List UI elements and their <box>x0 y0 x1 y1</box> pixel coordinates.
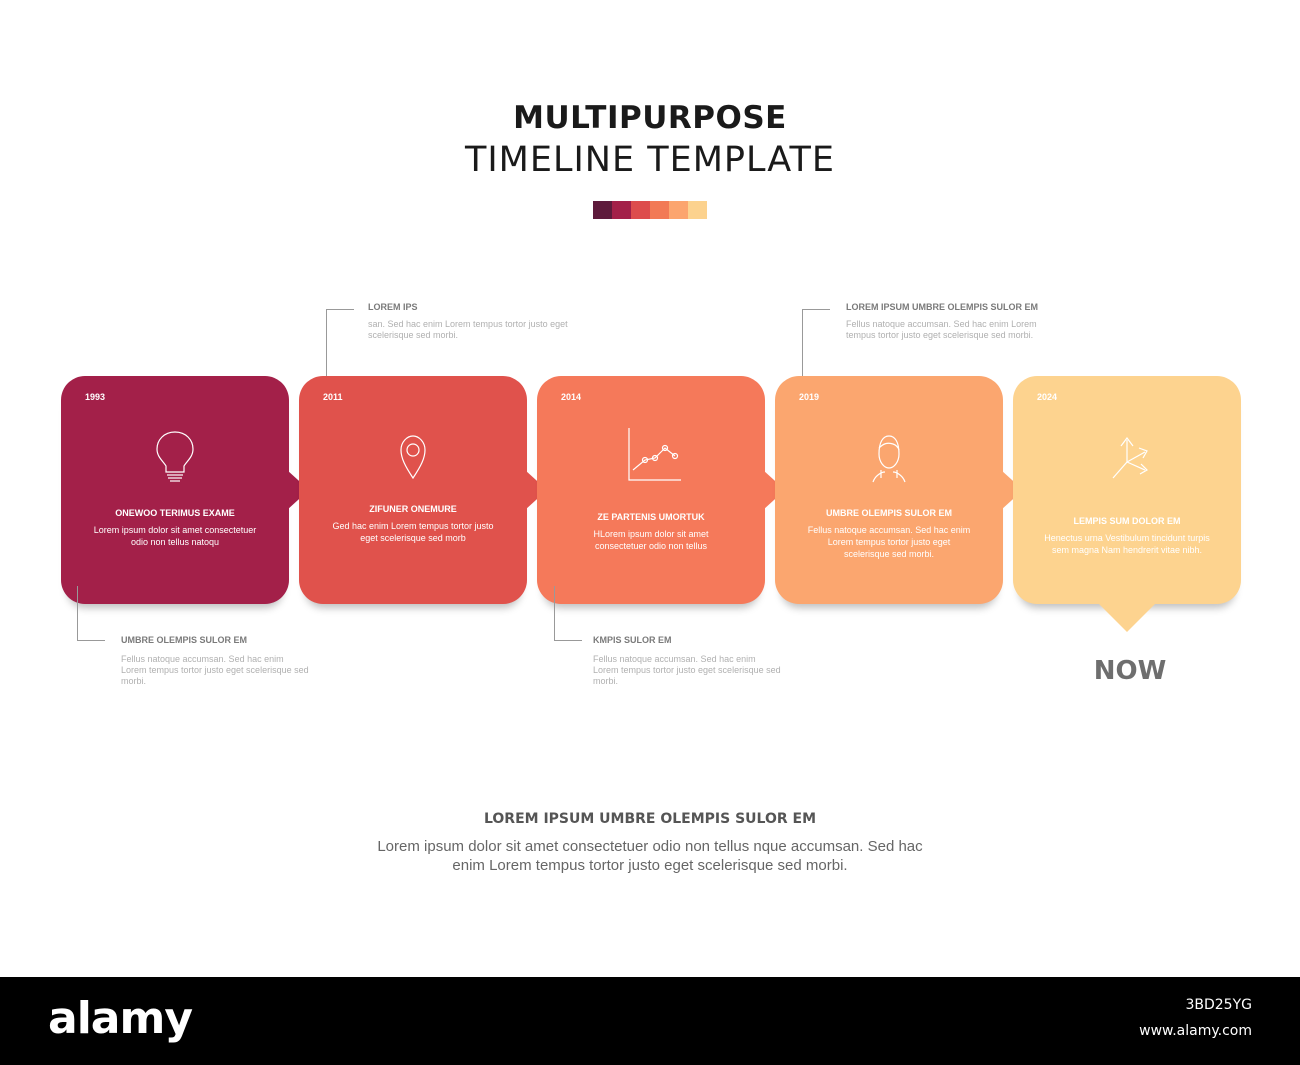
timeline-card-1: 1993 ONEWOO TERIMUS EXAME Lorem ipsum do… <box>61 376 309 604</box>
card-year: 2011 <box>323 392 343 402</box>
callout-text: Fellus natoque accumsan. Sed hac enim Lo… <box>593 654 781 686</box>
user-icon <box>859 426 919 486</box>
timeline-card-2: 2011 ZIFUNER ONEMURE Ged hac enim Lorem … <box>299 376 547 604</box>
connector-line <box>802 309 830 310</box>
callout-title: UMBRE OLEMPIS SULOR EM <box>121 635 248 645</box>
card-text: HLorem ipsum dolor sit amet consectetuer… <box>593 529 709 551</box>
card-year: 2019 <box>799 392 820 402</box>
card-title: UMBRE OLEMPIS SULOR EM <box>825 508 952 518</box>
callout-title: LOREM IPS <box>368 302 418 312</box>
callout-text: Fellus natoque accumsan. Sed hac enim Lo… <box>846 319 1037 340</box>
connector-line <box>326 309 354 310</box>
connector-line <box>554 640 582 641</box>
swatch-2 <box>612 201 631 219</box>
swatch-4 <box>650 201 669 219</box>
card-text: Fellus natoque accumsan. Sed hac enim Lo… <box>807 525 971 559</box>
connector-line <box>326 309 327 377</box>
timeline-card-5: 2024 LEMPIS SUM DOLOR EM Henectus urna V… <box>1013 376 1241 632</box>
connector-line <box>77 586 78 640</box>
callout-title: LOREM IPSUM UMBRE OLEMPIS SULOR EM <box>846 302 1039 312</box>
card-year: 1993 <box>85 392 106 402</box>
connector-line <box>554 586 555 640</box>
now-label: NOW <box>1093 656 1167 686</box>
swatch-3 <box>631 201 650 219</box>
swatch-5 <box>669 201 688 219</box>
color-swatches <box>593 201 707 219</box>
swatch-6 <box>688 201 707 219</box>
alamy-logo: alamy <box>48 993 193 1044</box>
image-code: 3BD25YG <box>1185 997 1252 1013</box>
watermark-footer: alamy 3BD25YG www.alamy.com <box>0 977 1300 1065</box>
card-title: LEMPIS SUM DOLOR EM <box>1073 516 1181 526</box>
lightbulb-icon <box>145 426 205 486</box>
callout-title: KMPIS SULOR EM <box>593 635 672 645</box>
card-text: Lorem ipsum dolor sit amet consectetuer … <box>93 525 257 547</box>
card-year: 2014 <box>561 392 582 402</box>
page-subtitle: TIMELINE TEMPLATE <box>464 140 836 180</box>
split-arrows-icon <box>1097 426 1157 486</box>
card-text: Ged hac enim Lorem tempus tortor justo e… <box>332 521 494 543</box>
timeline-card-3: 2014 ZE PARTENIS UMORTUK HLorem ipsum do… <box>537 376 785 604</box>
map-pin-icon <box>383 426 443 486</box>
callout-text: san. Sed hac enim Lorem tempus tortor ju… <box>368 319 568 340</box>
bottom-text: Lorem ipsum dolor sit amet consectetuer … <box>377 838 923 874</box>
swatch-1 <box>593 201 612 219</box>
connector-line <box>802 309 803 377</box>
card-year: 2024 <box>1037 392 1058 402</box>
bottom-title: LOREM IPSUM UMBRE OLEMPIS SULOR EM <box>483 811 817 827</box>
page-title: MULTIPURPOSE <box>513 100 787 136</box>
card-title: ZIFUNER ONEMURE <box>369 504 457 514</box>
timeline-card-4: 2019 UMBRE OLEMPIS SULOR EM Fellus natoq… <box>775 376 1023 604</box>
card-title: ZE PARTENIS UMORTUK <box>597 512 705 522</box>
site-url: www.alamy.com <box>1139 1023 1252 1039</box>
card-title: ONEWOO TERIMUS EXAME <box>115 508 235 518</box>
card-text: Henectus urna Vestibulum tincidunt turpi… <box>1044 533 1210 555</box>
card-arrow-down <box>1097 602 1157 632</box>
connector-line <box>77 640 105 641</box>
callout-text: Fellus natoque accumsan. Sed hac enim Lo… <box>121 654 309 686</box>
line-chart-icon <box>621 426 683 486</box>
